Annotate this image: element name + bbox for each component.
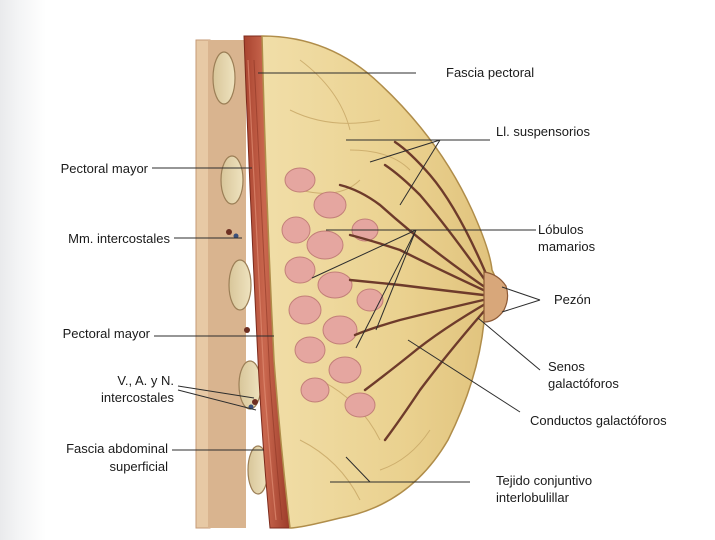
label-pectoral-mayor-lower: Pectoral mayor: [36, 325, 150, 342]
label-vasos-intercostales-1: V., A. y N.: [36, 372, 174, 389]
nipple: [484, 272, 508, 322]
label-tejido-1: Tejido conjuntivo: [496, 472, 676, 489]
rib: [213, 52, 235, 104]
label-conductos: Conductos galactóforos: [530, 412, 715, 429]
label-pezon: Pezón: [554, 291, 674, 308]
label-lobulos-2: mamarios: [538, 238, 698, 255]
rib: [221, 156, 243, 204]
chest-wall-skin: [196, 40, 210, 528]
label-lobulos-1: Lóbulos: [538, 221, 698, 238]
label-fascia-abdominal-1: Fascia abdominal: [14, 440, 168, 457]
label-tejido-2: interlobulillar: [496, 489, 676, 506]
label-pectoral-mayor-upper: Pectoral mayor: [36, 160, 148, 177]
label-fascia-abdominal-2: superficial: [14, 458, 168, 475]
label-fascia-pectoral: Fascia pectoral: [446, 64, 646, 81]
label-vasos-intercostales-2: intercostales: [36, 389, 174, 406]
label-ll-suspensorios: Ll. suspensorios: [496, 123, 696, 140]
label-mm-intercostales: Mm. intercostales: [14, 230, 170, 247]
label-senos-1: Senos: [548, 358, 708, 375]
rib: [229, 260, 251, 310]
label-senos-2: galactóforos: [548, 375, 708, 392]
